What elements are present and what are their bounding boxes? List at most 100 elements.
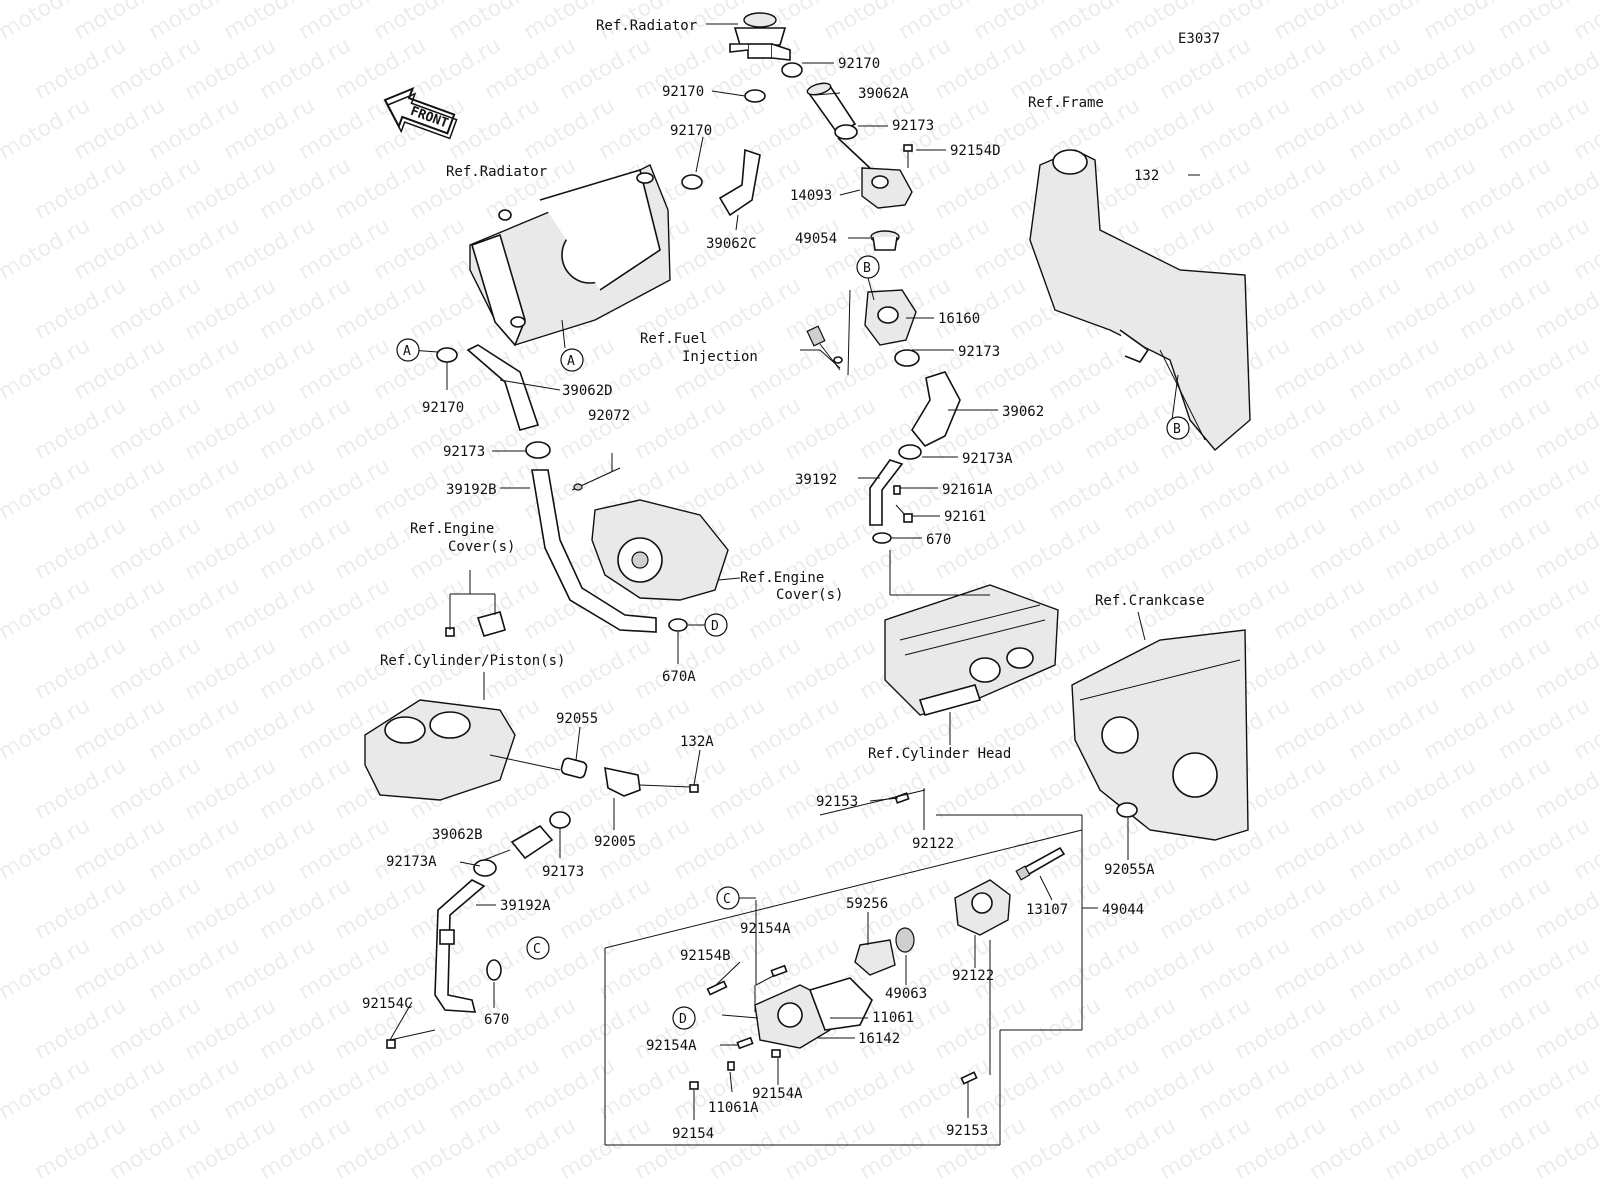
part-label: 92005 — [594, 834, 636, 850]
frame — [1029, 149, 1251, 451]
part-label: 92173 — [542, 864, 584, 880]
pipe-39192 — [869, 459, 904, 526]
part-label: 92170 — [838, 56, 880, 72]
part-label: 92122 — [912, 836, 954, 852]
watermark-text: motod.ru — [1570, 0, 1600, 45]
svg-text:C: C — [723, 892, 731, 907]
hose-clamp-top-mid — [744, 89, 766, 103]
seal-49063 — [895, 927, 915, 953]
thermostat-49054 — [870, 230, 900, 251]
part-label: 92154 — [672, 1126, 714, 1142]
diagram-code: E3037 — [1178, 31, 1220, 47]
callout-a-left: A — [396, 338, 420, 362]
part-label: 49044 — [1102, 902, 1144, 918]
engine-cover-bracket — [445, 611, 506, 637]
ref-engine-cover-left-line2: Cover(s) — [448, 539, 515, 555]
part-label: 92173 — [443, 444, 485, 460]
pipe-39192a — [434, 879, 486, 1013]
part-label: 92154B — [680, 948, 731, 964]
hose-clamp-top-right — [781, 62, 803, 78]
part-label: 92170 — [670, 123, 712, 139]
part-label: 39192 — [795, 472, 837, 488]
leader-lines — [389, 23, 1200, 1146]
part-label: 13107 — [1026, 902, 1068, 918]
o-ring-670a — [668, 618, 688, 632]
part-label: 92173A — [386, 854, 437, 870]
bolt-92154a-top — [770, 964, 788, 978]
clamp-92173-left — [525, 441, 551, 459]
bolt-132a — [689, 784, 699, 793]
bolt-92153-top — [894, 792, 910, 804]
part-label: 92154D — [950, 143, 1001, 159]
fitting-92005 — [604, 766, 641, 797]
callout-d-pipe: D — [704, 613, 728, 637]
gasket-92055 — [560, 757, 588, 779]
ref-radiator: Ref.Radiator — [446, 164, 547, 180]
part-label: 16142 — [858, 1031, 900, 1047]
part-label: 39192B — [446, 482, 497, 498]
clamp-92170-left — [436, 347, 458, 363]
o-ring-670-lower — [486, 959, 502, 981]
o-ring-92055a — [1116, 802, 1138, 818]
part-label: 49054 — [795, 231, 837, 247]
ref-fuel-injection-line2: Injection — [682, 349, 758, 365]
thermostat-cover-14093 — [861, 167, 913, 209]
svg-text:B: B — [1173, 422, 1181, 437]
callout-c-pipe: C — [526, 936, 550, 960]
part-label: 16160 — [938, 311, 980, 327]
part-label: 92170 — [422, 400, 464, 416]
part-label: 59256 — [846, 896, 888, 912]
bolt-92154a-left — [736, 1036, 754, 1050]
part-label: 132 — [1134, 168, 1159, 184]
callout-a-radiator: A — [560, 348, 584, 372]
water-pump-cover-16142 — [754, 984, 831, 1049]
bolt-92154b — [706, 980, 728, 996]
o-ring-670-top — [872, 532, 892, 544]
pin-11061a — [727, 1061, 735, 1071]
ref-fuel-injection-line1: Ref.Fuel — [640, 331, 707, 347]
pipe-39192b — [531, 469, 657, 633]
callout-d-pump: D — [672, 1006, 696, 1030]
part-label: 92072 — [588, 408, 630, 424]
ref-crankcase: Ref.Crankcase — [1095, 593, 1205, 609]
part-label: 39062B — [432, 827, 483, 843]
ref-engine-cover-right-line2: Cover(s) — [776, 587, 843, 603]
clamp-92173-lower — [549, 811, 571, 829]
bolt-92161a — [893, 485, 901, 495]
svg-text:C: C — [533, 942, 541, 957]
part-label: 39192A — [500, 898, 551, 914]
ref-engine-cover-left-line1: Ref.Engine — [410, 521, 494, 537]
radiator-filler-neck — [729, 12, 791, 61]
part-label: 11061 — [872, 1010, 914, 1026]
impeller-59256 — [854, 939, 896, 976]
water-pump-body — [954, 879, 1011, 936]
part-label: 92170 — [662, 84, 704, 100]
svg-text:D: D — [711, 619, 719, 634]
svg-text:B: B — [863, 261, 871, 276]
part-label: 39062D — [562, 383, 613, 399]
callout-b-thermostat: B — [856, 255, 880, 279]
radiator — [469, 164, 671, 347]
clamp-92173a-left — [473, 859, 497, 877]
clamp-92173a-right — [898, 444, 922, 460]
callout-b-frame: B — [1166, 416, 1190, 440]
part-label: 670A — [662, 669, 696, 685]
svg-text:A: A — [403, 344, 411, 359]
pipe-bracket — [439, 929, 455, 945]
ref-cylinder-piston: Ref.Cylinder/Piston(s) — [380, 653, 565, 669]
ref-radiator-top: Ref.Radiator — [596, 18, 697, 34]
part-label: 132A — [680, 734, 714, 750]
part-label: 39062A — [858, 86, 909, 102]
part-label: 92154A — [740, 921, 791, 937]
part-label: 49063 — [885, 986, 927, 1002]
hose-39062 — [911, 371, 961, 448]
part-label: 92154C — [362, 996, 413, 1012]
shaft-13107 — [1015, 846, 1066, 881]
ref-cylinder-head: Ref.Cylinder Head — [868, 746, 1011, 762]
ref-engine-cover-right-line1: Ref.Engine — [740, 570, 824, 586]
hose-39062c — [718, 148, 761, 217]
bolt-92154a-bottom — [771, 1049, 781, 1058]
gasket-11061 — [808, 977, 873, 1031]
cylinder-block — [364, 699, 516, 801]
